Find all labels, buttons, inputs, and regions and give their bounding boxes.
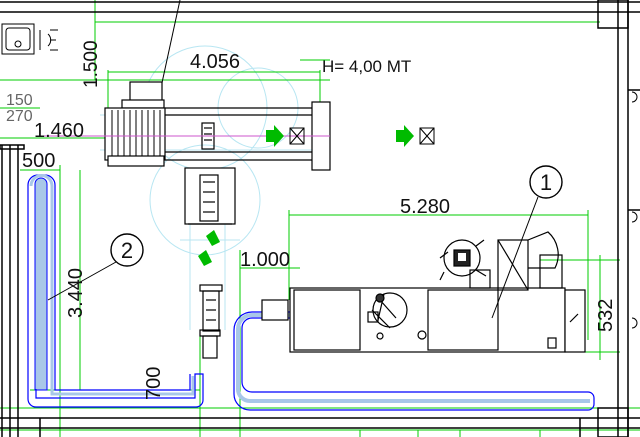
dim-150: 150 (6, 92, 33, 109)
callout-2-label: 2 (121, 238, 133, 263)
conveyor-2 (27, 174, 204, 408)
dim-3440: 3.440 (65, 268, 87, 318)
dim-700: 700 (143, 367, 165, 400)
dim-1000: 1.000 (240, 249, 290, 271)
flow-arrows (198, 125, 414, 266)
dim-1460: 1.460 (34, 120, 84, 142)
callout-1: 1 (491, 165, 563, 319)
dim-270: 270 (6, 108, 33, 125)
product-boxes (289, 127, 435, 145)
vertical-feeder (184, 167, 236, 359)
conveyor-1-loop (233, 311, 595, 411)
top-leader-line (159, 0, 181, 93)
dim-532: 532 (595, 299, 617, 332)
flow-arrow-icon (198, 250, 212, 266)
flow-arrow-icon (396, 125, 414, 147)
flow-arrow-icon (206, 230, 220, 246)
height-note: H= 4,00 MT (322, 57, 411, 76)
dim-1500: 1.500 (81, 40, 102, 88)
right-edge-marks (631, 91, 638, 329)
machine-1 (261, 231, 586, 353)
callout-2: 2 (47, 233, 144, 301)
flow-arrow-icon (266, 125, 284, 147)
callout-1-label: 1 (540, 170, 552, 195)
dim-5280: 5.280 (400, 196, 450, 218)
sink-icon (1, 23, 58, 55)
dim-4056: 4.056 (190, 51, 240, 73)
dim-500: 500 (22, 150, 55, 172)
